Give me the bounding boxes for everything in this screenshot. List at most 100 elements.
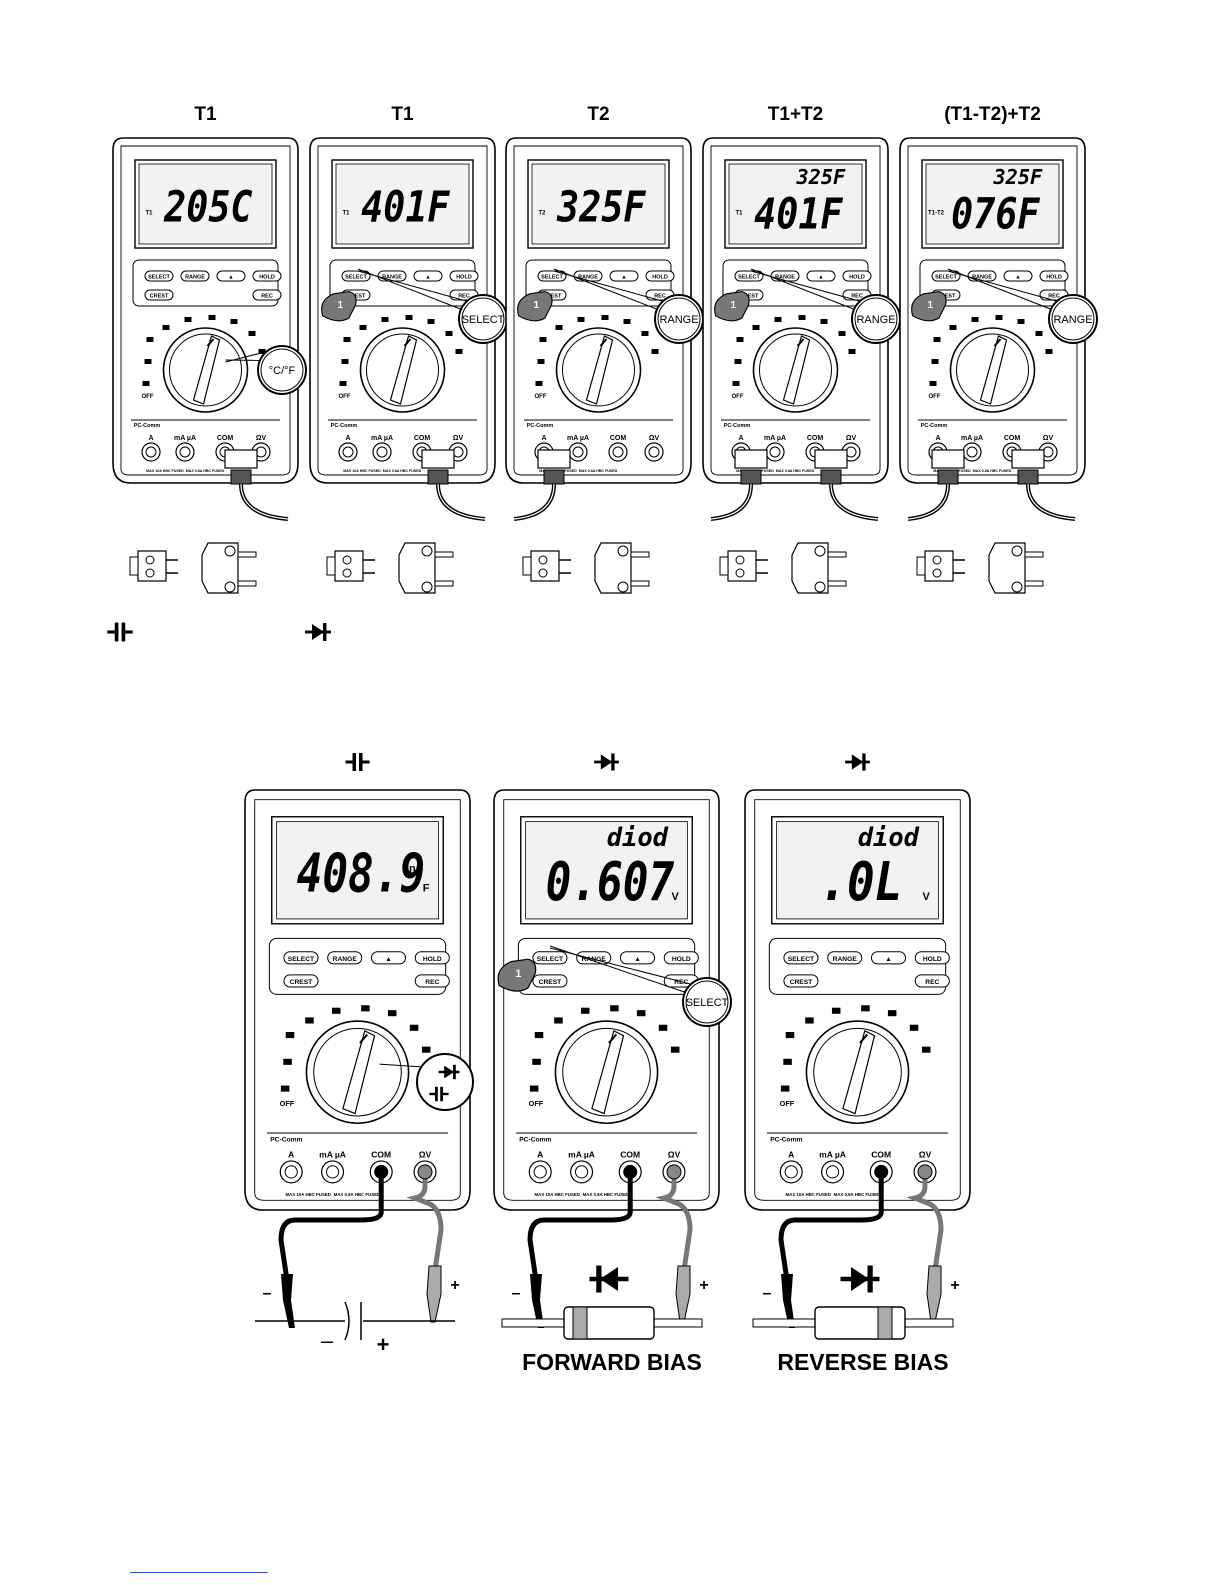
input-jack-inner (284, 1165, 298, 1179)
meter-button-label: ▲ (818, 275, 823, 281)
dial-function-mark (162, 325, 170, 330)
jack-label: A (288, 1149, 294, 1159)
thermocouple-adapter (224, 449, 258, 469)
callout-label: SELECT (686, 997, 729, 1009)
adapter-plug (427, 469, 449, 485)
dial-function-mark (580, 1007, 590, 1014)
dial-function-mark (359, 325, 367, 330)
pc-comm-label: PC-Comm (519, 1136, 551, 1143)
meter-button-label: HOLD (849, 275, 865, 281)
jack-label: A (541, 435, 546, 442)
jack-label: COM (1004, 435, 1021, 442)
dial-function-mark (734, 359, 742, 364)
meter-button-label: CREST (150, 294, 169, 300)
jack-label: mA µA (568, 1149, 595, 1159)
dial-function-mark (339, 381, 347, 386)
dial-function-mark (610, 1005, 619, 1012)
polarity-minus: – (512, 1285, 521, 1302)
meter-button (283, 974, 319, 988)
meter-button (619, 951, 656, 965)
meter-button (532, 974, 568, 988)
jack-label: COM (217, 435, 234, 442)
red-test-lead (906, 1171, 944, 1271)
diode-icon (840, 1265, 880, 1293)
lcd-secondary-reading: 325F (993, 165, 1044, 189)
fuse-label: MAX 0.8A HBC FUSED (776, 469, 815, 473)
meter-button-label: RANGE (972, 275, 992, 281)
meter-button-label: SELECT (541, 275, 563, 281)
meter-button-label: SELECT (738, 275, 760, 281)
dial-function-mark (427, 319, 435, 324)
jack-label: COM (620, 1149, 640, 1159)
dial-knob (389, 335, 418, 405)
footer-link-underline (130, 1572, 268, 1573)
dial-function-mark (820, 319, 828, 324)
meter-button (870, 951, 907, 965)
meter-button (537, 270, 567, 282)
lcd-main-reading: 401F (754, 190, 844, 239)
meter-button-label: REC (1048, 294, 1060, 300)
red-test-lead (406, 1171, 444, 1271)
dial-function-mark (409, 1024, 419, 1031)
polarity-plus: + (699, 1277, 708, 1294)
meter-button-label: HOLD (423, 956, 442, 963)
dial-off-label: OFF (732, 394, 744, 400)
dial-knob (342, 1029, 376, 1115)
meter-button (327, 951, 363, 965)
meter-button (144, 270, 174, 282)
v-plug (417, 1164, 433, 1180)
adapter-plug (230, 469, 252, 485)
adapter-plug (1017, 469, 1039, 485)
pc-comm-label: PC-Comm (134, 423, 161, 429)
dial-function-mark (848, 349, 856, 354)
jack-label: A (738, 435, 743, 442)
forward-bias-caption: FORWARD BIAS (522, 1349, 702, 1375)
v-plug (666, 1164, 682, 1180)
meter-button (1003, 270, 1033, 282)
input-jack-inner (145, 446, 157, 458)
meter-button-label: REC (851, 294, 863, 300)
jack-label: ΩV (668, 1149, 681, 1159)
capacitor-plate-curved (344, 1301, 350, 1341)
dial-pointer (796, 338, 805, 347)
fuse-label: MAX 0.8A HBC FUSED (579, 469, 618, 473)
capacitor-minus: – (321, 1328, 334, 1353)
diode-band (572, 1306, 588, 1340)
lcd-main-reading: 401F (361, 183, 451, 232)
input-jack-inner (612, 446, 624, 458)
dial-function-mark (258, 349, 266, 354)
button-callout: SELECT (549, 945, 732, 1027)
jack-label: mA µA (961, 435, 983, 442)
com-plug (623, 1164, 638, 1179)
meter-button (413, 270, 443, 282)
reverse-bias-caption: REVERSE BIAS (777, 1349, 949, 1375)
fuse-label: MAX 0.8A HBC FUSED (973, 469, 1012, 473)
meter-button (645, 270, 675, 282)
dial-off-label: OFF (929, 394, 941, 400)
thermocouple-connector (129, 542, 257, 594)
dial-function-mark (995, 315, 1003, 320)
jack-label: A (935, 435, 940, 442)
meter-button (341, 270, 371, 282)
input-jack-inner (572, 446, 584, 458)
meter-button-label: HOLD (456, 275, 472, 281)
probe-cable-core (710, 483, 752, 520)
dial-function-mark (636, 1010, 646, 1017)
thermocouple-adapter (814, 449, 848, 469)
pc-comm-label: PC-Comm (270, 1136, 302, 1143)
dial-function-mark (144, 359, 152, 364)
thermocouple-connector (916, 542, 1044, 594)
dial-function-mark (670, 1046, 680, 1053)
red-probe-tip (926, 1265, 942, 1323)
meter-button-label: REC (458, 294, 470, 300)
top-meter-title: T1+T2 (767, 104, 824, 125)
dial-function-mark (341, 359, 349, 364)
capacitor-icon (429, 1086, 449, 1102)
top-meter-title: (T1-T2)+T2 (944, 104, 1041, 125)
input-jack-inner (966, 446, 978, 458)
jack-label: COM (807, 435, 824, 442)
